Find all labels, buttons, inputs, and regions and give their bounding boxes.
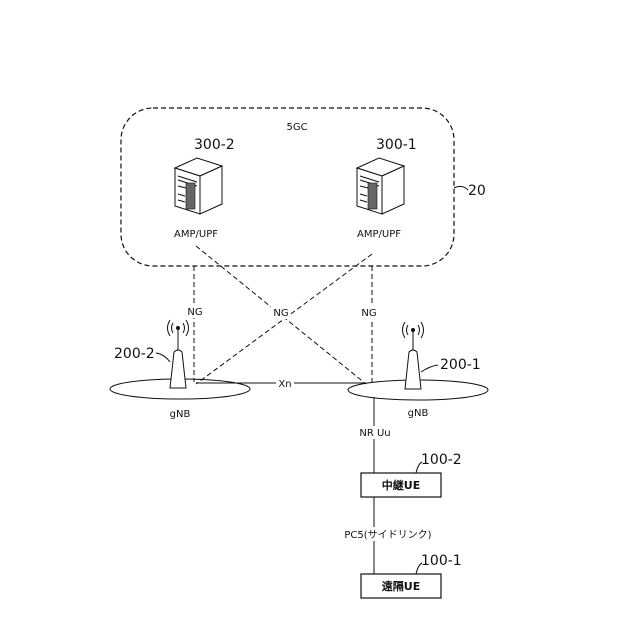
antenna-icon <box>403 322 424 389</box>
pc5-label: PC5(サイドリンク) <box>344 529 431 541</box>
gnb-ref-200-2: 200-2 <box>114 346 155 362</box>
relay-ue-label: 中継UE <box>382 478 420 492</box>
xn-label: Xn <box>278 379 291 390</box>
server-ref-300-2: 300-2 <box>194 137 235 153</box>
gnb-label-200-2: gNB <box>170 409 191 420</box>
remote-ue-label: 遠隔UE <box>382 579 420 593</box>
server-ref-300-1: 300-1 <box>376 137 417 153</box>
core-ref-label: 20 <box>468 183 486 199</box>
server-label-300-2: AMP/UPF <box>174 229 218 240</box>
server-label-300-1: AMP/UPF <box>357 229 401 240</box>
antenna-icon <box>168 320 189 388</box>
relay-ue-ref: 100-2 <box>421 452 462 468</box>
ng-label-cross: NG <box>273 308 288 319</box>
ng-label-right: NG <box>361 308 376 319</box>
core-ref-leader <box>454 186 468 190</box>
ng-label-left: NG <box>187 307 202 318</box>
remote-ue-ref: 100-1 <box>421 553 462 569</box>
server-icon <box>175 158 222 214</box>
nr-uu-label: NR Uu <box>359 428 390 439</box>
core-network-label: 5GC <box>286 122 307 133</box>
server-icon <box>357 158 404 214</box>
gnb-ref-200-1: 200-1 <box>440 357 481 373</box>
gnb-label-200-1: gNB <box>408 408 429 419</box>
